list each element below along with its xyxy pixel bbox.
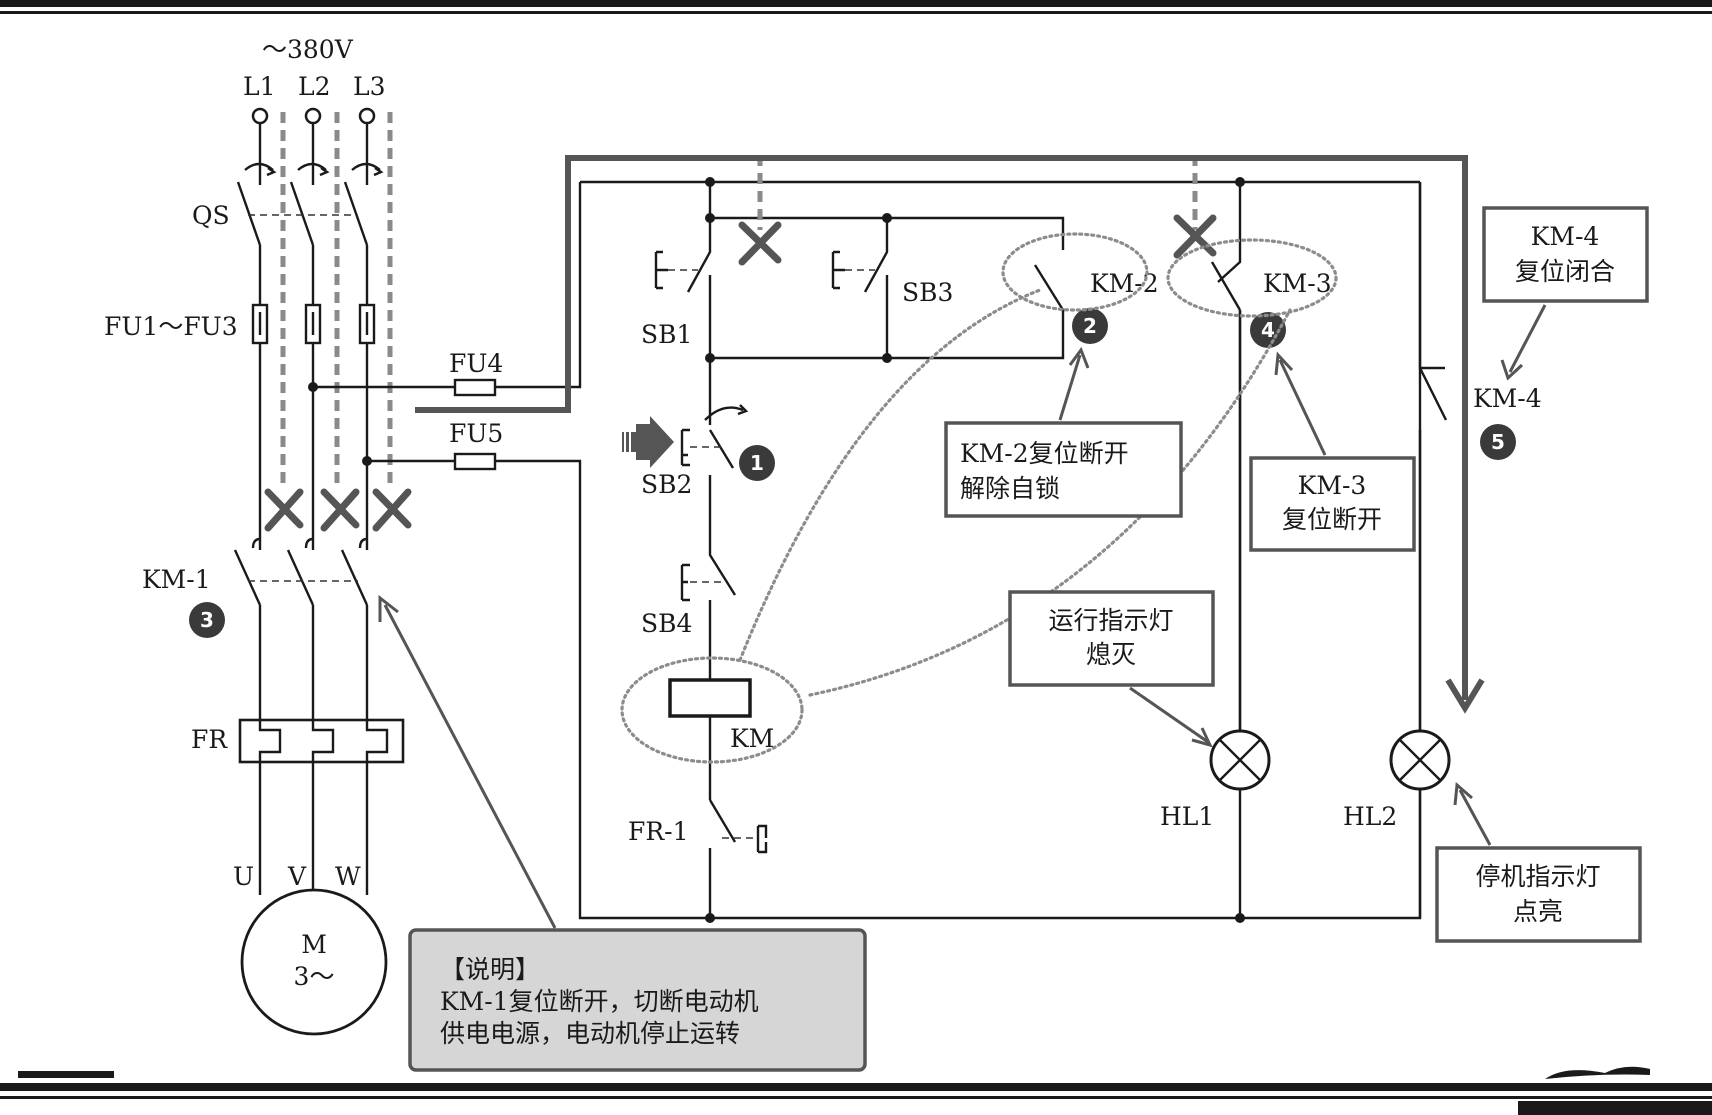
note-title: 【说明】: [440, 955, 540, 984]
callout-km2-line2: 解除自锁: [960, 474, 1060, 503]
fu1-fu3-label: FU1～FU3: [104, 312, 238, 341]
fuse-fu5: [453, 452, 497, 471]
w-label: W: [335, 862, 361, 891]
terminal-l2: [304, 107, 322, 125]
control-circuit: FU4 FU5 SB1 SB3 KM-2 2: [313, 155, 1542, 923]
callout-km3-line1: KM-3: [1298, 471, 1367, 500]
fr-thermal-relay: [238, 718, 405, 764]
motor-m-label: M: [301, 930, 327, 959]
km4-label: KM-4: [1473, 384, 1542, 413]
main-circuit: ～380V L1 L2 L3 QS FU1～FU3: [104, 35, 412, 1036]
callout-hl2-line2: 点亮: [1513, 897, 1563, 926]
sb3-label: SB3: [902, 278, 953, 307]
fu5-label: FU5: [449, 419, 503, 448]
highlight-arrow-head: [1445, 678, 1485, 714]
step-1-number: 1: [750, 451, 764, 475]
press-arrow: [622, 416, 674, 468]
callout-km4: KM-4 复位闭合: [1482, 206, 1649, 303]
u-label: U: [233, 862, 254, 891]
supply-voltage-label: ～380V: [262, 35, 354, 64]
l3-label: L3: [353, 72, 386, 101]
hl1-label: HL1: [1160, 802, 1214, 831]
motor-phase-label: 3～: [294, 962, 335, 991]
callout-hl2: 停机指示灯 点亮: [1435, 846, 1642, 943]
callout-hl1-line1: 运行指示灯: [1048, 606, 1173, 635]
callout-km3: KM-3 复位断开: [1249, 456, 1416, 552]
step-3-marker: [189, 602, 225, 638]
km1-label: KM-1: [142, 565, 211, 594]
callout-km2-line1: KM-2复位断开: [960, 439, 1129, 468]
l1-label: L1: [243, 72, 276, 101]
sb4-label: SB4: [641, 609, 692, 638]
l2-label: L2: [298, 72, 331, 101]
km-coil: [668, 678, 752, 718]
callout-km4-line2: 复位闭合: [1515, 257, 1615, 286]
callout-hl1: 运行指示灯 熄灭: [1008, 590, 1215, 687]
step-2-marker: [1072, 308, 1108, 344]
x-marks-control: [738, 214, 1217, 266]
step-4-marker: [1250, 312, 1286, 348]
hl2-label: HL2: [1343, 802, 1397, 831]
step-3-number: 3: [200, 608, 214, 632]
step-1-marker: [739, 445, 775, 481]
terminal-l3: [358, 107, 376, 125]
callout-hl1-line2: 熄灭: [1086, 640, 1136, 669]
km3-label: KM-3: [1263, 269, 1332, 298]
callout-km3-line2: 复位断开: [1282, 505, 1382, 534]
note-line1: KM-1复位断开，切断电动机: [440, 987, 759, 1016]
note-line2: 供电电源，电动机停止运转: [440, 1019, 740, 1048]
motor: [240, 888, 388, 1036]
qs-label: QS: [192, 201, 230, 230]
sb2-label: SB2: [641, 470, 692, 499]
highlight-path: [415, 155, 1468, 700]
km1-contacts: [233, 537, 369, 606]
qs-switch: [236, 162, 384, 246]
terminal-l1: [251, 107, 269, 125]
callout-hl2-line1: 停机指示灯: [1475, 862, 1600, 891]
v-label: V: [287, 862, 307, 891]
fr-label: FR: [191, 725, 228, 754]
fu4-label: FU4: [449, 349, 503, 378]
dotted-highlights: [620, 232, 1338, 764]
note-box: 【说明】 KM-1复位断开，切断电动机 供电电源，电动机停止运转: [408, 928, 867, 1072]
x-marks-main: [264, 488, 412, 532]
step-4-number: 4: [1261, 318, 1275, 342]
km-coil-label: KM: [730, 724, 774, 753]
step-2-number: 2: [1083, 314, 1097, 338]
callout-km2: KM-2复位断开 解除自锁: [944, 421, 1183, 518]
fuse-fu4: [453, 378, 497, 397]
callout-km4-line1: KM-4: [1531, 222, 1600, 251]
step-5-number: 5: [1491, 430, 1505, 454]
sb1-label: SB1: [641, 320, 692, 349]
step-5-marker: [1480, 424, 1516, 460]
fr1-label: FR-1: [628, 817, 689, 846]
